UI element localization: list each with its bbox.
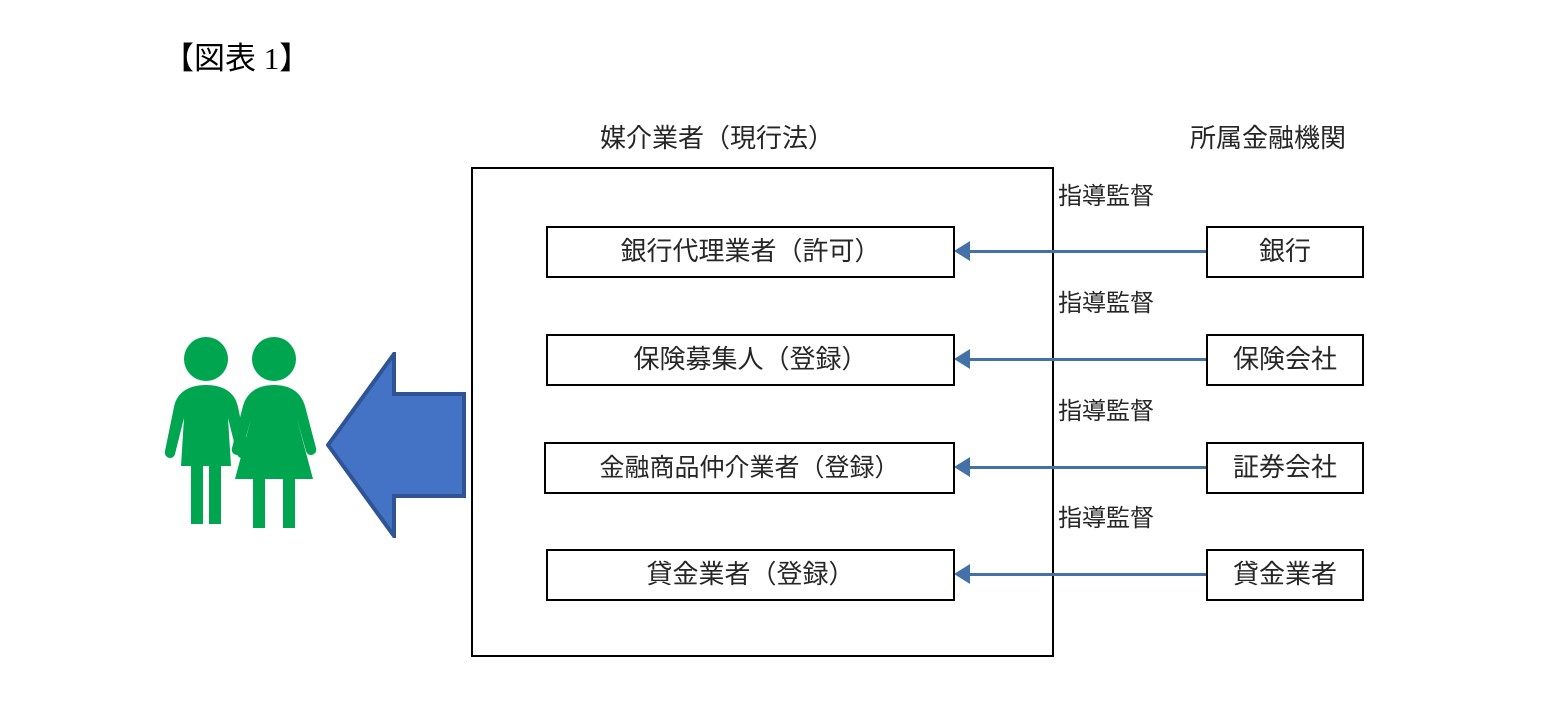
supervision-arrow-line-1 <box>967 250 1206 253</box>
supervision-label-1: 指導監督 <box>1058 184 1154 210</box>
customers-couple-icon <box>160 333 330 544</box>
column-header-intermediaries: 媒介業者（現行法） <box>600 124 835 153</box>
supervision-label-4: 指導監督 <box>1058 506 1154 532</box>
supervision-arrow-head-4 <box>954 564 970 584</box>
institution-box-moneylender: 貸金業者 <box>1206 549 1364 601</box>
supervision-label-3: 指導監督 <box>1058 399 1154 425</box>
supervision-arrow-line-2 <box>967 358 1206 361</box>
institution-box-insurance-company: 保険会社 <box>1206 334 1364 386</box>
intermediary-box-insurance-solicitor: 保険募集人（登録） <box>546 334 955 386</box>
supervision-arrow-line-3 <box>967 466 1206 469</box>
supervision-arrow-head-1 <box>954 241 970 261</box>
intermediary-box-bank-agent: 銀行代理業者（許可） <box>546 226 955 278</box>
column-header-institutions: 所属金融機関 <box>1190 124 1347 153</box>
supervision-arrow-line-4 <box>967 573 1206 576</box>
intermediaries-group-frame <box>471 167 1054 657</box>
institution-box-securities-company: 証券会社 <box>1206 442 1364 494</box>
flow-arrow-icon <box>325 347 466 543</box>
supervision-arrow-head-3 <box>954 457 970 477</box>
institution-box-bank: 銀行 <box>1206 226 1364 278</box>
intermediary-box-moneylender: 貸金業者（登録） <box>546 549 955 601</box>
supervision-arrow-head-2 <box>954 349 970 369</box>
intermediary-box-financial-instruments-intermediary: 金融商品仲介業者（登録） <box>544 442 955 494</box>
supervision-label-2: 指導監督 <box>1058 291 1154 317</box>
figure-title: 【図表 1】 <box>163 41 311 76</box>
